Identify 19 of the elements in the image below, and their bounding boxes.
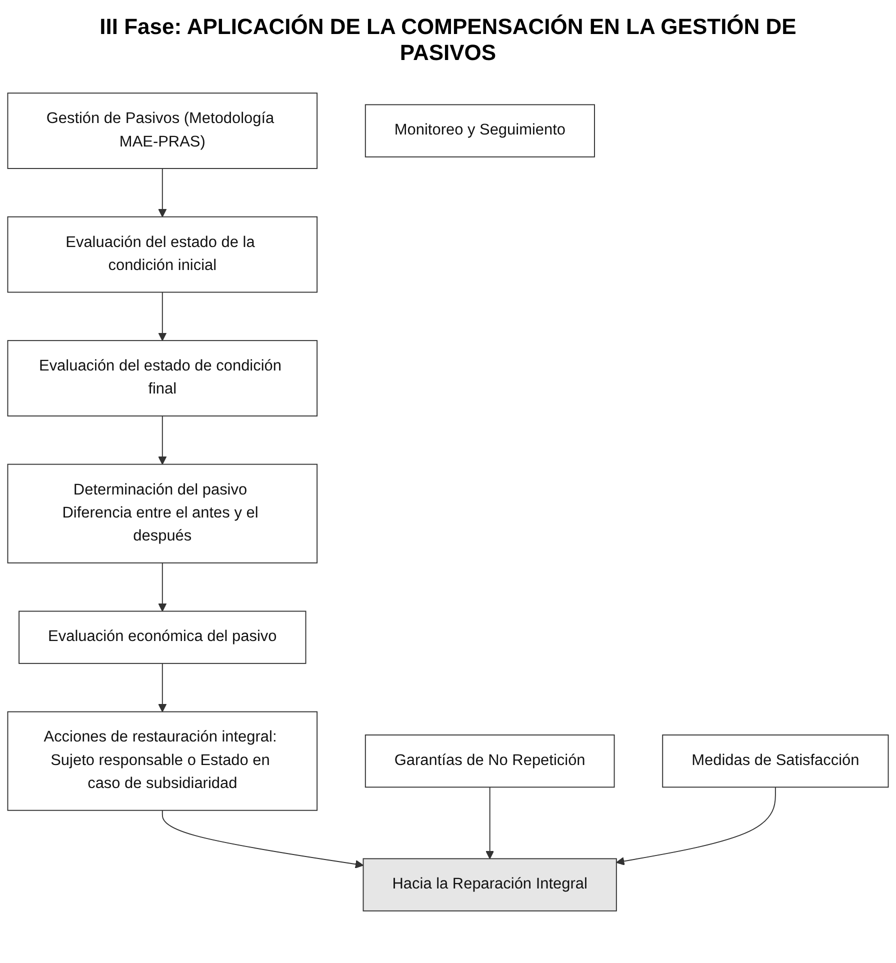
arrow: [158, 292, 167, 341]
diagram-title: III Fase: APLICACIÓN DE LA COMPENSACIÓN EN LA GESTIÓN DE PASIVOS: [98, 14, 798, 66]
node-box: Gestión de Pasivos (Metodología MAE-PRAS): [7, 92, 318, 169]
arrow: [162, 810, 364, 868]
node-box: Medidas de Satisfacción: [662, 734, 889, 788]
node-box: Evaluación del estado de condición final: [7, 340, 318, 416]
arrow: [486, 786, 494, 860]
arrow: [158, 662, 167, 712]
arrow: [616, 786, 776, 866]
node-box: Determinación del pasivo Diferencia entre el antes y el después: [7, 464, 318, 564]
node-box: Evaluación del estado de la condición inicial: [7, 216, 318, 293]
arrow: [158, 168, 167, 218]
arrow: [158, 415, 167, 465]
node-box: Garantías de No Repetición: [364, 734, 615, 788]
node-box: Evaluación económica del pasivo: [18, 610, 306, 664]
node-box: Hacia la Reparación Integral: [362, 858, 617, 912]
node-box: Monitoreo y Seguimiento: [364, 104, 595, 158]
node-box: Acciones de restauración integral: Sujeto responsable o Estado en caso de subsidiaridad: [7, 711, 318, 811]
arrow: [158, 562, 167, 612]
